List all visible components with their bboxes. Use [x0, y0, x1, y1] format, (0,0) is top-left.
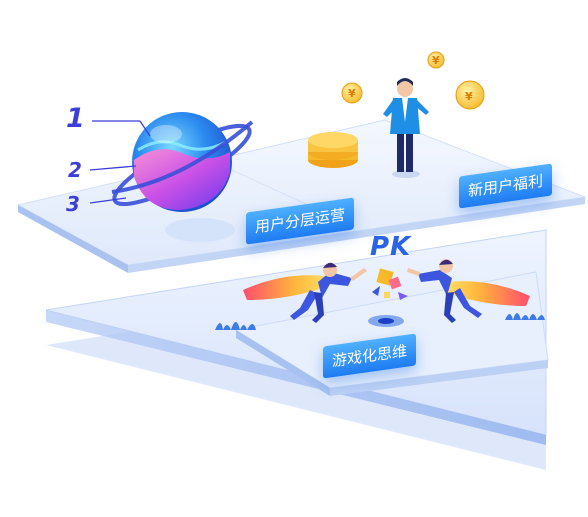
planet-illustration — [89, 112, 254, 212]
coin-icon: ¥ — [427, 51, 445, 69]
step-number-1: 1 — [66, 103, 85, 134]
step-number-2: 2 — [68, 158, 82, 182]
top-plate — [16, 119, 587, 273]
svg-text:¥: ¥ — [432, 54, 440, 67]
step-number-3: 3 — [66, 192, 80, 216]
coin-icon: ¥ — [341, 82, 363, 104]
left-hero-figure — [243, 262, 367, 323]
game-stage — [215, 271, 549, 396]
coin-stack — [308, 132, 358, 168]
svg-text:¥: ¥ — [465, 90, 473, 103]
presenter-figure — [383, 78, 429, 178]
svg-text:¥: ¥ — [348, 87, 356, 100]
pk-label: PK — [370, 232, 412, 262]
coin-icon: ¥ — [455, 80, 485, 110]
clash-sparks — [372, 268, 408, 300]
right-hero-figure — [407, 259, 530, 323]
